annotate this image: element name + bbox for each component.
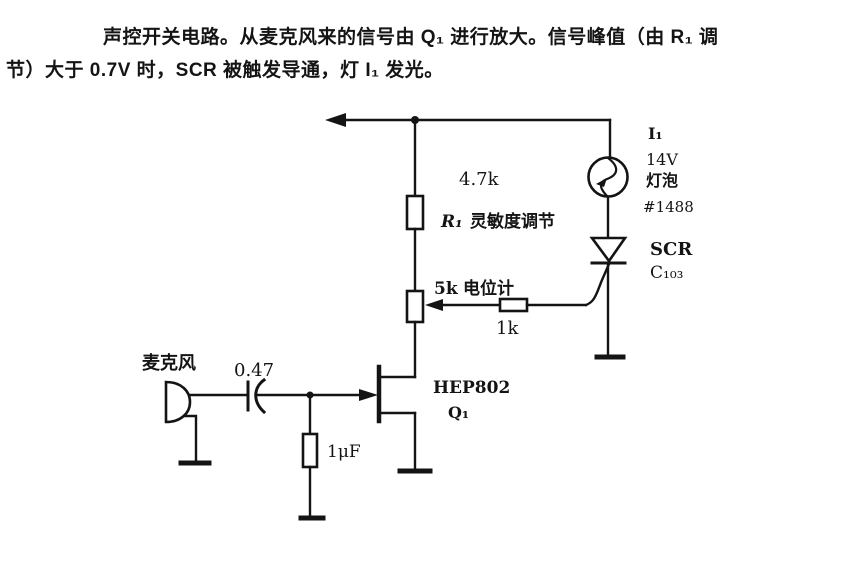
scr-anode-triangle <box>589 236 628 264</box>
scr-name-label: SCR <box>650 239 693 260</box>
lamp-part-label: #1488 <box>643 198 694 216</box>
lamp-filament-hook <box>596 178 607 187</box>
base-arrow-icon <box>359 389 378 401</box>
potentiometer-value: 5k <box>434 279 459 299</box>
power-rail <box>325 113 612 127</box>
capacitor-plate-curved <box>254 377 267 415</box>
lamp-bulb-icon <box>587 156 629 198</box>
transistor-ref-label: Q₁ <box>448 403 469 422</box>
potentiometer-body <box>405 289 425 324</box>
resistor-1k <box>436 262 611 313</box>
caption-line-1: 声控开关电路。从麦克风来的信号由 Q₁ 进行放大。信号峰值（由 R₁ 调 <box>103 27 719 48</box>
microphone-ground-lead <box>182 414 198 464</box>
coupling-capacitor <box>246 377 314 415</box>
lamp-ref-label: I₁ <box>648 124 663 143</box>
transistor-q1 <box>308 364 433 474</box>
potentiometer-name: 电位计 <box>463 278 514 298</box>
microphone-icon <box>164 380 192 424</box>
transistor-part-label: HEP802 <box>433 378 510 398</box>
lamp-i1 <box>587 118 629 240</box>
scr-part-label: C₁₀₃ <box>650 263 683 283</box>
resistor-r1 <box>405 118 425 293</box>
lamp-voltage-label: 14V <box>646 150 678 169</box>
potentiometer-5k <box>405 289 443 379</box>
resistor-r1-ref: R₁ <box>440 212 463 232</box>
wiper-arrow-icon <box>425 299 443 311</box>
resistor-r1-body <box>405 194 425 231</box>
resistor-r1-value: 4.7k <box>459 169 500 190</box>
scr-c103 <box>589 236 628 360</box>
resistor-r1-note: 灵敏度调节 <box>470 211 555 231</box>
gate-resistor-value: 1k <box>496 318 519 339</box>
microphone-label: 麦克风 <box>142 352 196 373</box>
microphone <box>164 380 249 466</box>
lamp-filament <box>599 156 618 199</box>
caption-line-2: 节）大于 0.7V 时，SCR 被触发导通，灯 I₁ 发光。 <box>6 60 444 81</box>
supply-arrow-icon <box>325 113 346 127</box>
coupling-capacitor-value: 0.47 <box>234 360 274 381</box>
resistor-1k-body <box>498 297 529 313</box>
bypass-capacitor-value: 1μF <box>327 442 361 462</box>
gate-wire <box>584 262 611 307</box>
bypass-capacitor-body <box>301 432 319 469</box>
bypass-capacitor <box>298 393 326 521</box>
lamp-name-label: 灯泡 <box>646 171 678 190</box>
